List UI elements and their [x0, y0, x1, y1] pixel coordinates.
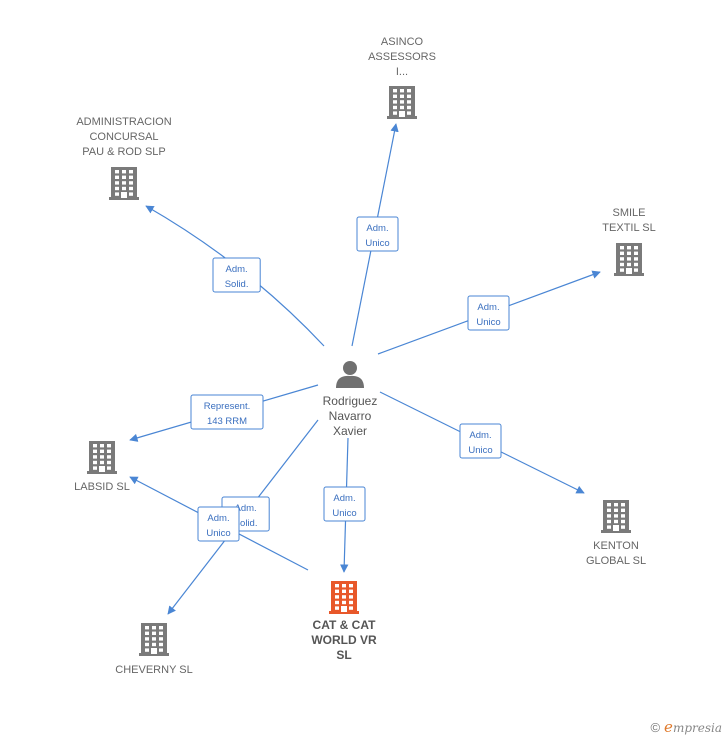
node-label-line: Navarro — [329, 409, 372, 423]
node-label-line: I... — [396, 66, 408, 78]
role-label-text: Unico — [476, 317, 500, 328]
node-label-line: ASINCO — [381, 36, 424, 48]
building-icon — [109, 167, 139, 200]
building-icon — [87, 441, 117, 474]
node-label-line: KENTON — [593, 540, 639, 552]
role-label-text: Adm. — [207, 513, 229, 524]
role-label-labsid[interactable]: Represent. 143 RRM — [190, 394, 264, 430]
role-label-asinco[interactable]: Adm. Unico — [356, 216, 399, 252]
company-node-administracion[interactable]: ADMINISTRACION CONCURSAL PAU & ROD SLP — [76, 116, 172, 200]
role-label-text: Adm. — [469, 430, 491, 441]
person-icon — [336, 361, 364, 388]
role-label-text: Adm. — [477, 302, 499, 313]
role-label-smile[interactable]: Adm. Unico — [467, 295, 510, 331]
building-icon — [329, 581, 359, 614]
role-label-catcat[interactable]: Adm. Unico — [323, 486, 366, 522]
company-node-smile[interactable]: SMILE TEXTIL SL — [602, 207, 656, 276]
node-label-line: SMILE — [612, 207, 645, 219]
role-label-box — [212, 257, 261, 293]
role-label-text: Unico — [365, 238, 389, 249]
role-label-administracion[interactable]: Adm. Solid. — [212, 257, 261, 293]
building-icon — [139, 623, 169, 656]
node-label-line: SL — [336, 648, 351, 662]
node-label-line: LABSID SL — [74, 481, 130, 493]
role-label-text: Represent. — [204, 401, 250, 412]
empresia-logo[interactable]: empresia — [664, 718, 722, 736]
node-label-line: ADMINISTRACION — [76, 116, 171, 128]
role-label-text: Unico — [332, 508, 356, 519]
node-label-line: PAU & ROD SLP — [82, 146, 166, 158]
role-label-box — [459, 423, 502, 459]
company-node-cheverny[interactable]: CHEVERNY SL — [115, 623, 193, 676]
role-label-box — [467, 295, 510, 331]
role-label-kenton[interactable]: Adm. Unico — [459, 423, 502, 459]
role-label-box — [323, 486, 366, 522]
node-label-line: ASSESSORS — [368, 51, 436, 63]
role-label-text: Unico — [206, 528, 230, 539]
role-label-text: 143 RRM — [207, 416, 247, 427]
company-node-asinco[interactable]: ASINCO ASSESSORS I... — [368, 36, 436, 119]
role-label-text: Solid. — [225, 279, 249, 290]
copyright-symbol: © — [650, 719, 661, 735]
company-node-kenton[interactable]: KENTON GLOBAL SL — [586, 500, 646, 567]
footer-brand: © empresia — [650, 718, 722, 736]
role-label-text: Unico — [468, 445, 492, 456]
node-label-line: CAT & CAT — [313, 618, 377, 632]
node-label-line: Rodriguez — [323, 394, 378, 408]
role-label-labsid[interactable]: Adm. Unico — [197, 506, 240, 542]
role-label-box — [190, 394, 264, 430]
node-label-line: CONCURSAL — [89, 131, 158, 143]
role-label-text: Adm. — [226, 264, 248, 275]
role-label-text: Solid. — [234, 518, 258, 529]
node-label-line: Xavier — [333, 424, 367, 438]
building-icon — [614, 243, 644, 276]
role-label-text: Adm. — [366, 223, 388, 234]
role-label-box — [356, 216, 399, 252]
role-label-text: Adm. — [333, 493, 355, 504]
role-label-box — [197, 506, 240, 542]
node-label-line: CHEVERNY SL — [115, 664, 192, 676]
node-label-line: TEXTIL SL — [602, 222, 655, 234]
node-label-line: GLOBAL SL — [586, 555, 646, 567]
company-node-labsid[interactable]: LABSID SL — [74, 441, 130, 493]
role-label-text: Adm. — [235, 503, 257, 514]
building-icon — [601, 500, 631, 533]
node-label-line: WORLD VR — [311, 633, 377, 647]
building-icon — [387, 86, 417, 119]
